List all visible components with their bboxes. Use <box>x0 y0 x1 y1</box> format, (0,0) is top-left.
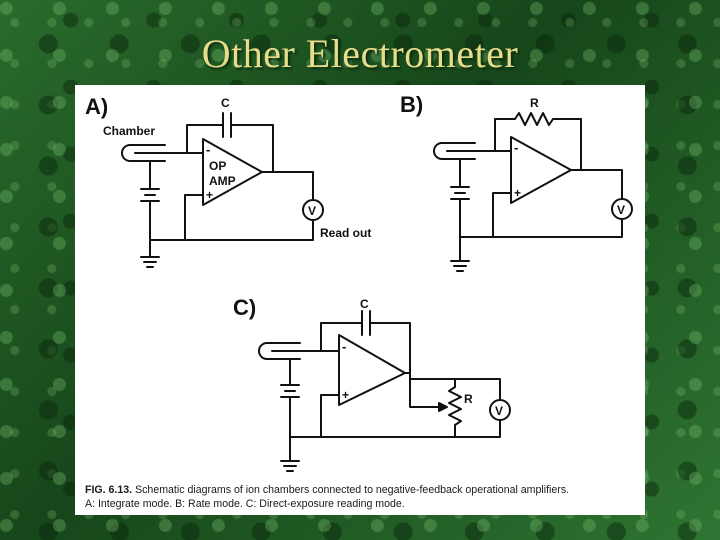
resistor-c-label: R <box>464 392 473 406</box>
voltmeter-a-label: V <box>308 204 316 218</box>
op-amp-b <box>510 136 572 204</box>
panel-b-label: B) <box>400 92 423 117</box>
readout-label: Read out <box>320 226 371 240</box>
resistor-b <box>494 112 582 171</box>
circuit-figure: A) Chamber - + OP AMP C V Read out <box>75 85 645 515</box>
chamber-label: Chamber <box>103 124 155 138</box>
op-amp-c <box>338 334 406 406</box>
ion-chamber-b <box>433 142 476 160</box>
amp-c-plus: + <box>342 388 349 402</box>
voltmeter-b-label: V <box>617 203 625 217</box>
amp-a-text-line2: AMP <box>209 174 236 188</box>
op-amp-a <box>202 138 263 206</box>
panel-c-label: C) <box>233 295 256 320</box>
amp-a-minus: - <box>206 142 210 157</box>
ion-chamber-c <box>258 342 301 360</box>
circuit-diagrams: A) Chamber - + OP AMP C V Read out <box>85 92 633 472</box>
panel-b-circuit: B) - + R V <box>400 92 633 272</box>
amp-c-minus: - <box>342 339 346 354</box>
caption-line-1: Schematic diagrams of ion chambers conne… <box>135 484 570 496</box>
ion-chamber-a <box>121 144 166 162</box>
panel-c-circuit: C) - + C R V <box>233 295 511 472</box>
panel-a-circuit: A) Chamber - + OP AMP C V Read out <box>85 94 371 268</box>
resistor-b-label: R <box>530 96 539 110</box>
caption-line-2: A: Integrate mode. B: Rate mode. C: Dire… <box>85 498 405 510</box>
voltmeter-c-label: V <box>495 404 503 418</box>
amp-b-plus: + <box>514 186 521 200</box>
capacitor-a-label: C <box>221 96 230 110</box>
figure-caption: FIG. 6.13. Schematic diagrams of ion cha… <box>85 483 641 511</box>
capacitor-c-label: C <box>360 297 369 311</box>
amp-a-text-line1: OP <box>209 159 226 173</box>
slide-title: Other Electrometer <box>201 31 519 76</box>
panel-a-label: A) <box>85 94 108 119</box>
figure-number: FIG. 6.13. <box>85 484 133 496</box>
amp-b-minus: - <box>514 140 518 155</box>
wiper-arrow-c <box>438 402 448 412</box>
potentiometer-c <box>448 378 462 438</box>
amp-a-plus: + <box>206 188 213 202</box>
